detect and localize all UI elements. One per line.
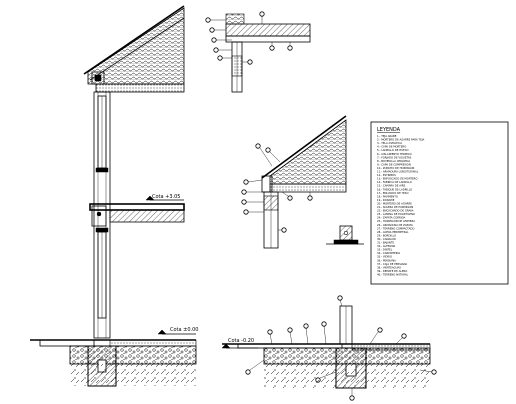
legend-item: 9.- CAPA DE COMPRESION — [377, 162, 411, 166]
legend-item: 27.- TERRENO COMPACTADO — [377, 226, 414, 230]
legend-item: 20.- MORTERO DE AGARRE — [377, 201, 412, 205]
main-wall — [93, 91, 111, 339]
legend-item: 29.- BORDILLO — [377, 233, 396, 237]
eave-detail-top — [205, 11, 311, 93]
legend-item: 32.- ALFEIZAR — [377, 244, 396, 248]
foundation-level-label: Cota -0.20 — [228, 338, 254, 344]
legend-item: 18.- PAVIMENTO — [377, 194, 398, 198]
first-floor-level-label: Cota +3.05 — [152, 194, 181, 200]
legend-item: 6.- AISLAMIENTO TERMICO — [377, 152, 412, 156]
legend-title: LEYENDA — [377, 127, 401, 133]
legend-item: 1.- TEJA ARABE — [377, 134, 397, 138]
legend-item: 31.- BAJANTE — [377, 241, 394, 245]
legend-frame — [370, 121, 509, 285]
legend-item: 13.- ENFOSCADO DE MORTERO — [377, 177, 418, 181]
main-wall-section: Cota +3.05 Cota ±0.00 — [30, 5, 199, 387]
legend-item: 12.- ESTRIBOS — [377, 173, 396, 177]
legend-item: 5.- LADRILLO DE HUECO — [377, 148, 409, 152]
legend-item: 25.- HORMIGON DE LIMPIEZA — [377, 219, 415, 223]
legend-item: 21.- SOLERA DE HORMIGON — [377, 205, 413, 209]
legend-item: 3.- TELA ASFALTICA — [377, 141, 402, 145]
foundation-detail-bottom: Cota -0.20 — [221, 295, 437, 401]
legend-item: 2.- MORTERO DE AGARRE PARA TEJA — [377, 138, 424, 142]
legend-item: 8.- BOVEDILLA CERAMICA — [377, 159, 410, 163]
roof-detail-middle — [241, 115, 347, 249]
legend-item: 7.- FORJADO DE VIGUETAS — [377, 155, 412, 159]
legend-item: 39.- REMATE DE ALERO — [377, 269, 407, 273]
legend-item: 36.- PERSIANA — [377, 258, 396, 262]
main-foundation: Cota ±0.00 — [30, 327, 199, 387]
legend-item: 24.- ZAPATA CORRIDA — [377, 216, 406, 220]
legend-item: 35.- VIDRIO — [377, 255, 392, 259]
legend-item: 26.- ARMADURA DE ZAPATA — [377, 223, 413, 227]
legend-item: 33.- DINTEL — [377, 248, 393, 252]
column-detail — [326, 225, 364, 245]
legend-item: 40.- TERRENO NATURAL — [377, 272, 409, 276]
legend-item: 15.- CAMARA DE AIRE — [377, 184, 406, 188]
legend-item: 14.- FABRICA DE LADRILLO — [377, 180, 412, 184]
legend-item: 22.- ENCACHADO DE GRAVA — [377, 209, 414, 213]
legend-item: 34.- CARPINTERIA — [377, 251, 400, 255]
ground-level-label: Cota ±0.00 — [170, 327, 199, 333]
legend-item: 10.- ZUNCHO DE HORMIGON — [377, 166, 414, 170]
legend-item: 38.- VIERTEAGUAS — [377, 265, 401, 269]
legend-item: 28.- ACERA PERIMETRAL — [377, 230, 409, 234]
legend-item: 16.- TABIQUE DE LADRILLO — [377, 187, 412, 191]
legend-item: 17.- ENLUCIDO DE YESO — [377, 191, 409, 195]
legend-item: 4.- CAPA DE MORTERO — [377, 145, 406, 149]
legend-item: 19.- RODAPIE — [377, 198, 395, 202]
legend-item: 11.- ARMADURA LONGITUDINAL — [377, 170, 419, 174]
legend-item: 23.- LAMINA DE POLIETILENO — [377, 212, 415, 216]
legend-item: 30.- CANALON — [377, 237, 396, 241]
legend-item: 37.- CAJA DE PERSIANA — [377, 262, 407, 266]
main-roof — [83, 5, 185, 93]
main-floor-slab: Cota +3.05 — [89, 194, 185, 227]
